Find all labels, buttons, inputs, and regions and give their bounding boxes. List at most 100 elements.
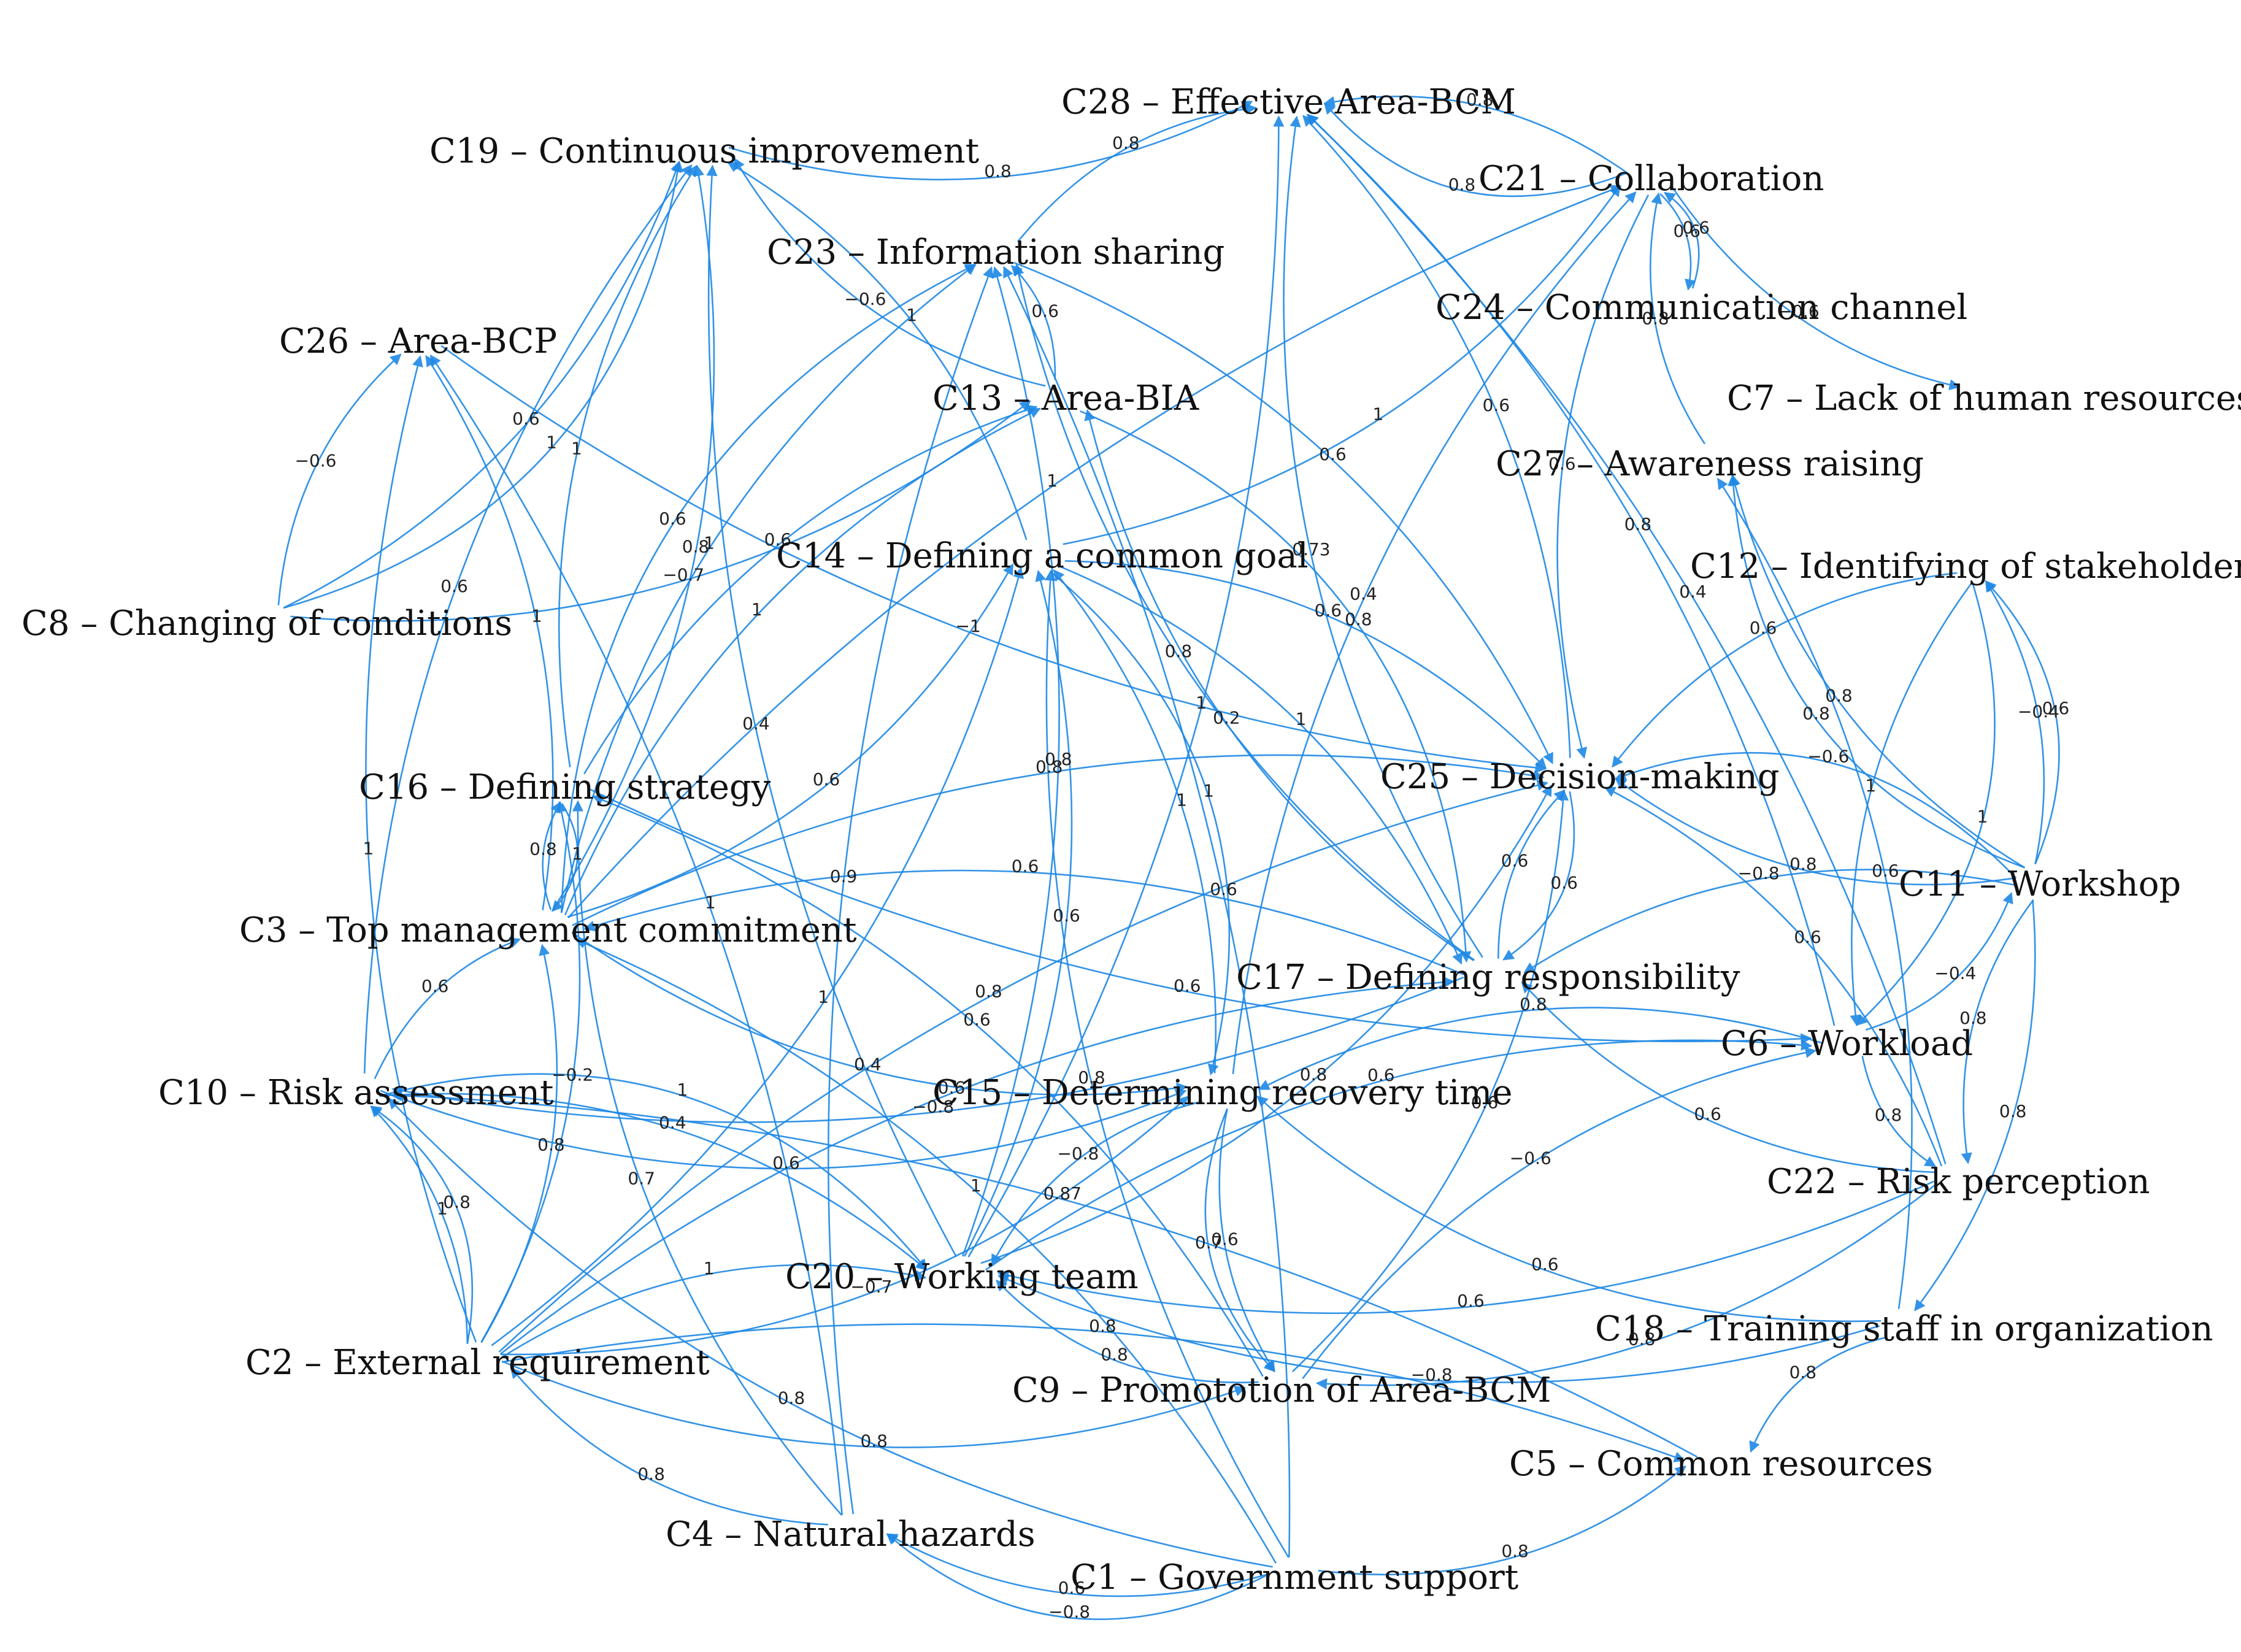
node-c26: C26 – Area-BCP (279, 321, 557, 361)
node-c27: C27 – Awareness raising (1496, 444, 1924, 484)
edge-c21-to-c24 (1659, 193, 1696, 291)
edge-weight-label: −0.4 (2018, 702, 2059, 722)
edge-c3-to-c16 (542, 801, 561, 910)
edge-weight-label: 0.6 (659, 509, 686, 529)
edge-weight-label: 0.8 (1875, 1105, 1902, 1125)
edge-weight-label: 0.2 (1213, 708, 1240, 728)
edge-c21-to-c28 (1323, 102, 1628, 198)
edge-c14-to-c21 (1063, 185, 1621, 545)
edge-weight-label: 0.6 (1794, 927, 1821, 947)
edge-weight-label: 0.4 (1679, 582, 1707, 602)
edge-weight-label: 0.8 (1165, 641, 1193, 661)
edge-c2-to-c3 (480, 943, 558, 1343)
edge-c22-to-c20 (997, 1180, 1934, 1315)
edge-c8-to-c19 (283, 160, 682, 609)
edge-weight-label: 0.8 (1112, 133, 1140, 153)
node-c21: C21 – Collaboration (1478, 159, 1824, 199)
edge-c10-to-c20 (379, 1093, 928, 1271)
edge-weight-label: 0.8 (1999, 1101, 2027, 1121)
edge-c3-to-c25 (572, 754, 1545, 926)
edge-c2-to-c17 (499, 977, 1455, 1355)
node-c14: C14 – Defining a common goal (776, 536, 1309, 576)
edge-c2-to-c5 (501, 1323, 1686, 1462)
edge-weight-label: 1 (1977, 806, 1988, 826)
edge-weight-label: 1 (546, 432, 557, 452)
node-c8: C8 – Changing of conditions (21, 604, 512, 644)
edge-c23-to-c25 (1013, 261, 1553, 764)
edge-c9-to-c20 (996, 1280, 1259, 1383)
edge-c18-to-c5 (1749, 1337, 1885, 1453)
edge-weight-label: 0.4 (659, 1112, 686, 1132)
edge-weight-label: 0.8 (1624, 514, 1652, 534)
edge-weight-label: 0.6 (1673, 221, 1701, 241)
edge-c25-to-c17 (1502, 791, 1575, 961)
edge-c23-to-c28 (1017, 103, 1257, 243)
edge-weight-label: 1 (751, 599, 763, 620)
edge-c11-to-c27 (1728, 474, 2025, 869)
node-c3: C3 – Top management commitment (239, 910, 857, 950)
node-c4: C4 – Natural hazards (666, 1515, 1036, 1554)
edge-c4-to-c2 (510, 1367, 829, 1526)
node-c7: C7 – Lack of human resources (1727, 378, 2241, 418)
edge-c12-to-c6 (1856, 582, 1996, 1026)
edge-weight-label: 0.6 (1058, 1578, 1086, 1598)
edge-c21-to-c7 (1671, 186, 1961, 391)
edge-weight-label: 1 (1866, 775, 1877, 796)
edge-weight-label: 1 (704, 532, 715, 553)
edge-weight-label: 1 (363, 839, 374, 859)
edges-layer (277, 95, 2060, 1620)
edge-weight-label: 0.6 (1012, 856, 1039, 877)
weight-labels-layer: 0.80.80.6−0.60.80.6−0.60.810.60.610.60.8… (295, 90, 2070, 1622)
node-c12: C12 – Identifying of stakeholders (1690, 547, 2241, 586)
edge-weight-label: 1 (1203, 781, 1214, 801)
edge-c1-to-c23 (1003, 266, 1291, 1558)
edge-c4-to-c26 (429, 354, 843, 1515)
edge-c4-to-c23 (827, 266, 994, 1515)
edge-c8-to-c26 (277, 353, 402, 605)
edge-c17-to-c28 (1283, 115, 1483, 958)
edge-weight-label: 0.6 (1694, 1104, 1721, 1124)
edge-weight-label: −0.8 (1738, 863, 1780, 883)
edge-weight-label: 0.8 (443, 1192, 471, 1212)
edge-weight-label: 0.6 (963, 1010, 991, 1030)
edge-weight-label: −0.4 (1934, 963, 1976, 983)
edge-weight-label: 0.8 (1078, 1067, 1105, 1088)
node-c23: C23 – Information sharing (767, 232, 1224, 272)
edge-weight-label: 1 (1296, 709, 1307, 729)
edge-weight-label: 0.6 (1471, 1092, 1499, 1112)
edge-weight-label: 0.8 (1959, 1008, 1987, 1028)
edge-weight-label: 1 (677, 1080, 688, 1100)
edge-c22-to-c25 (1604, 786, 1943, 1167)
edge-c18-to-c20 (997, 1274, 1880, 1383)
edge-c18-to-c27 (1717, 477, 1913, 1309)
node-c9: C9 – Promototion of Area-BCM (1012, 1370, 1551, 1410)
node-c25: C25 – Decision-making (1380, 757, 1780, 797)
edge-weight-label: 0.6 (1319, 444, 1347, 464)
edge-c10-to-c20 (379, 1073, 928, 1271)
edge-weight-label: 1 (971, 1175, 982, 1196)
edge-weight-label: −0.6 (1510, 1148, 1551, 1168)
edge-c9-to-c16 (591, 794, 1264, 1377)
edge-weight-label: 1 (704, 1258, 715, 1278)
edge-weight-label: 0.8 (682, 536, 710, 556)
edge-c17-to-c13 (1084, 409, 1474, 961)
edge-weight-label: 0.8 (1101, 1344, 1128, 1364)
edge-weight-label: 0.8 (1345, 609, 1372, 629)
edge-c2-to-c25 (498, 780, 1549, 1353)
edge-c3-to-c23 (560, 264, 977, 913)
edge-weight-label: 0.8 (1466, 90, 1494, 110)
edge-c3-to-c19 (552, 164, 715, 911)
edge-c13-to-c17 (1080, 410, 1472, 963)
edge-weight-label: 1 (572, 843, 583, 864)
edge-c5-to-c10 (390, 1089, 1698, 1458)
edge-c16-to-c19 (558, 164, 698, 767)
edge-weight-label: 0.6 (512, 409, 540, 429)
node-c10: C10 – Risk assessment (158, 1073, 554, 1113)
edge-weight-label: 0.4 (742, 713, 770, 734)
edge-weight-label: 0.6 (1501, 851, 1529, 871)
edge-c11-to-c12 (1985, 580, 2060, 865)
edge-weight-label: 1 (818, 987, 829, 1007)
edge-c6-to-c22 (1861, 1056, 1937, 1167)
edge-weight-label: 1 (1372, 404, 1383, 425)
edge-c6-to-c15 (1258, 1007, 1823, 1090)
